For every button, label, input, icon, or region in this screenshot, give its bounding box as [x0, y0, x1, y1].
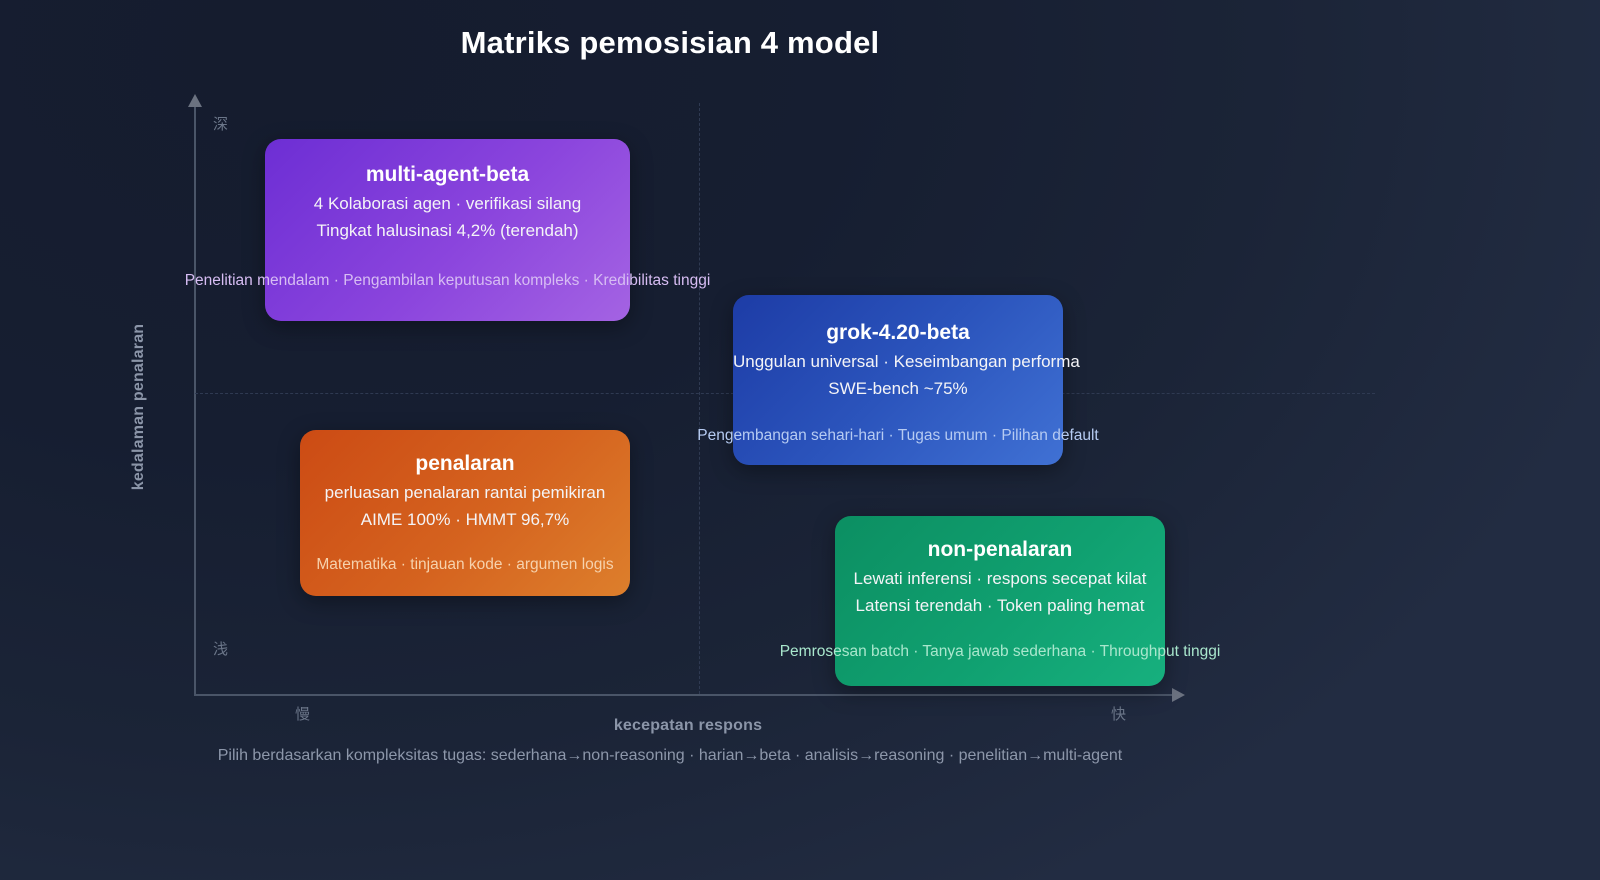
model-card-multi-agent-beta[interactable]: multi-agent-beta 4 Kolaborasi agen · ver…: [185, 139, 710, 321]
card-content: penalaran perluasan penalaran rantai pem…: [300, 452, 630, 530]
card-detail-line-1: Lewati inferensi · respons secepat kilat: [853, 569, 1147, 588]
y-axis-tick-high: 深: [213, 116, 229, 133]
card-detail-line-2: Tingkat halusinasi 4,2% (terendah): [316, 221, 579, 240]
x-axis-line: [194, 694, 1182, 696]
card-detail-line-2: Latensi terendah · Token paling hemat: [855, 596, 1145, 615]
card-tags: Pengembangan sehari-hari · Tugas umum · …: [697, 427, 1099, 444]
y-axis-arrow-icon: [188, 94, 202, 107]
card-tags: Pemrosesan batch · Tanya jawab sederhana…: [779, 643, 1221, 660]
card-detail-line-1: perluasan penalaran rantai pemikiran: [324, 483, 606, 502]
card-tags: Matematika · tinjauan kode · argumen log…: [316, 556, 614, 573]
page-title: Matriks pemosisian 4 model: [460, 25, 880, 60]
card-tags: Penelitian mendalam · Pengambilan keputu…: [184, 272, 711, 289]
x-axis-tick-low: 慢: [295, 706, 311, 723]
x-axis-label: kecepatan respons: [613, 717, 763, 734]
card-detail-line-2: SWE-bench ~75%: [828, 379, 968, 398]
quadrant-divider-vertical: [699, 103, 700, 694]
y-axis-label: kedalaman penalaran: [130, 323, 147, 491]
card-detail-line-1: 4 Kolaborasi agen · verifikasi silang: [313, 194, 582, 213]
card-title: multi-agent-beta: [365, 163, 530, 186]
x-axis-arrow-icon: [1172, 688, 1185, 702]
card-title: penalaran: [415, 452, 515, 475]
card-content: multi-agent-beta 4 Kolaborasi agen · ver…: [265, 163, 630, 241]
footer-note: Pilih berdasarkan kompleksitas tugas: se…: [217, 747, 1123, 764]
x-axis-tick-high: 快: [1111, 706, 1127, 723]
card-detail-line-1: Unggulan universal · Keseimbangan perfor…: [733, 352, 1080, 371]
y-axis-tick-low: 浅: [213, 641, 229, 658]
card-title: grok-4.20-beta: [826, 321, 970, 344]
model-card-non-penalaran[interactable]: non-penalaran Lewati inferensi · respons…: [780, 516, 1220, 686]
y-axis-line: [194, 103, 196, 695]
model-card-grok-4-20-beta[interactable]: grok-4.20-beta Unggulan universal · Kese…: [697, 295, 1099, 465]
model-card-penalaran[interactable]: penalaran perluasan penalaran rantai pem…: [300, 430, 630, 596]
card-title: non-penalaran: [927, 538, 1073, 561]
card-content: non-penalaran Lewati inferensi · respons…: [835, 538, 1165, 616]
card-content: grok-4.20-beta Unggulan universal · Kese…: [733, 321, 1080, 399]
card-detail-line-2: AIME 100% · HMMT 96,7%: [360, 510, 570, 529]
